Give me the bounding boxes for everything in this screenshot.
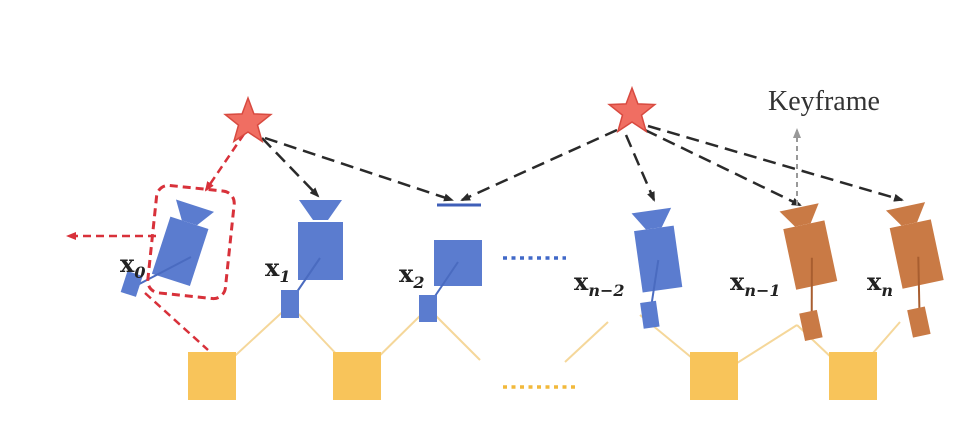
- camera-pose-icon: [631, 207, 672, 230]
- camera-pose-x0: [120, 199, 215, 297]
- landmarks: [188, 352, 877, 400]
- observation-arrows: [261, 124, 904, 207]
- camera-pose-xn-1: [779, 203, 838, 342]
- observation-arrow: [644, 128, 802, 207]
- pose-label-x1: x1: [265, 253, 290, 286]
- pose-label-xn: xn: [867, 267, 893, 300]
- keyframe-label: Keyframe: [768, 86, 880, 117]
- pose-label-x0: x0: [120, 249, 145, 282]
- observation-arrow: [647, 124, 904, 202]
- factor-lines: [211, 304, 901, 378]
- landmark-square-icon: [829, 352, 877, 400]
- camera-pose-icon: [175, 199, 215, 226]
- camera-pose-x2: [419, 203, 482, 322]
- camera-pose-icon: [299, 200, 342, 220]
- star-icon: [223, 95, 273, 144]
- camera-pose-icon: [885, 202, 926, 226]
- observation-arrow: [624, 134, 656, 202]
- camera-pose-xn-2: [631, 207, 683, 329]
- landmark-square-icon: [188, 352, 236, 400]
- landmark-square-icon: [333, 352, 381, 400]
- factor-line-red: [144, 292, 209, 351]
- factor-line: [564, 321, 609, 363]
- observation-arrow: [261, 137, 320, 198]
- camera-pose-x1: [281, 200, 343, 318]
- observation-arrow: [264, 136, 454, 202]
- observation-arrow-red: [204, 133, 246, 192]
- pose-label-xn-1: xn−1: [730, 267, 780, 300]
- landmark-square-icon: [690, 352, 738, 400]
- pose-label-x2: x2: [399, 259, 424, 292]
- camera-pose-xn: [885, 202, 944, 338]
- star-icon: [607, 85, 657, 134]
- camera-pose-icon: [779, 203, 819, 227]
- marginalization-highlight: [146, 183, 236, 301]
- pose-label-xn-2: xn−2: [574, 267, 624, 300]
- observation-arrow: [460, 128, 618, 202]
